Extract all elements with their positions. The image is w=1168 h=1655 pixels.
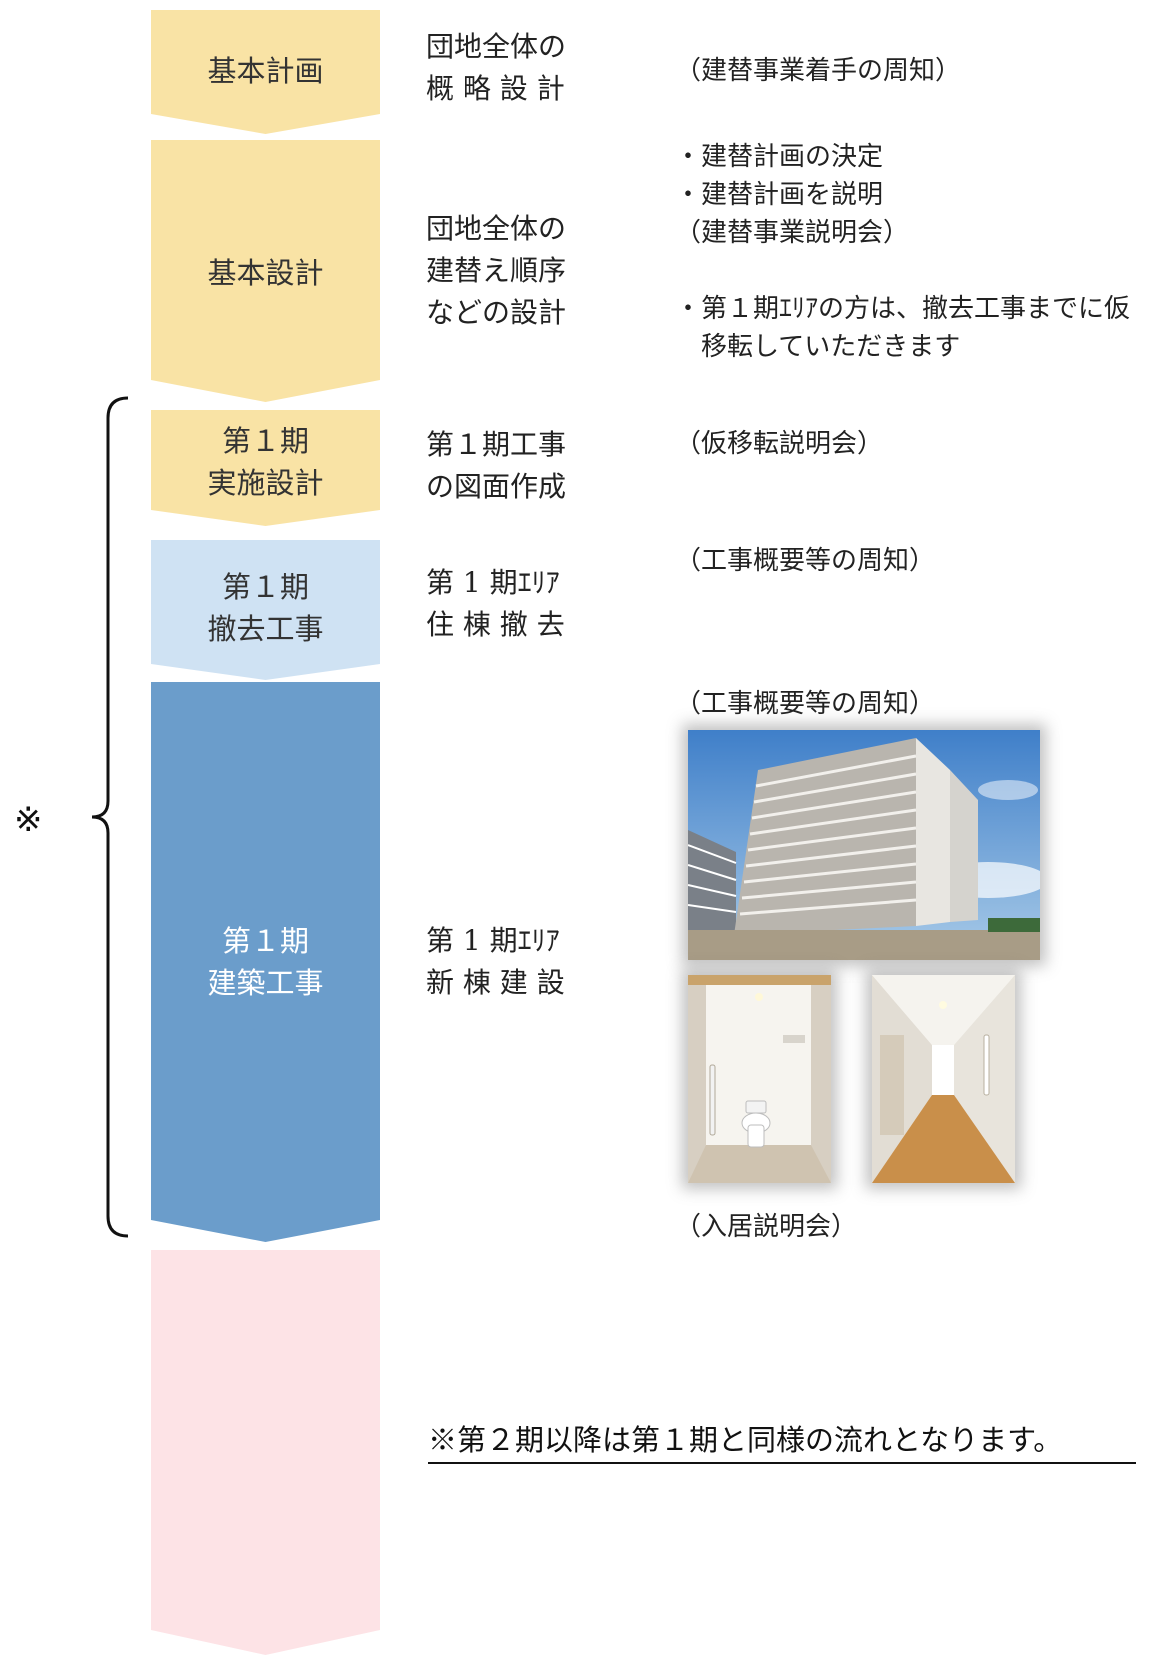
later-phases-note: ※第２期以降は第１期と同様の流れとなります。 — [428, 1423, 1063, 1457]
note-move-in-briefing: （入居説明会） — [675, 1212, 858, 1242]
stage-basic-plan: 基本計画 — [151, 10, 380, 134]
desc-phase1-demolition: 第 1 期ｴﾘｱ 住 棟 撤 去 — [426, 566, 565, 641]
toilet-room-photo — [688, 975, 831, 1183]
note-construction-notice: （工事概要等の周知） — [675, 689, 936, 719]
later-phases-note-underline — [428, 1462, 1136, 1464]
phase1-bracket — [91, 396, 129, 1238]
stage-later-phases-arrow — [151, 1250, 380, 1655]
bracket-asterisk-mark: ※ — [14, 800, 43, 840]
stage-phase1-detailed-design-arrow — [151, 410, 380, 526]
stage-phase1-construction-label: 第１期 建築工事 — [207, 924, 324, 1000]
desc-phase1-detailed-design: 第１期工事 の図面作成 — [426, 428, 567, 503]
stage-basic-design-label: 基本設計 — [207, 256, 324, 290]
note-relocation-2: 移転していただきます — [675, 332, 961, 362]
hallway-photo — [872, 975, 1015, 1183]
note-project-start: （建替事業着手の周知） — [675, 56, 962, 86]
stage-phase1-construction: 第１期 建築工事 — [151, 682, 380, 1242]
desc-basic-design: 団地全体の 建替え順序 などの設計 — [426, 212, 567, 329]
note-briefing: （建替事業説明会） — [675, 218, 910, 248]
note-plan-decision: ・建替計画の決定 — [675, 142, 884, 172]
stage-phase1-demolition-label: 第１期 撤去工事 — [207, 570, 324, 646]
desc-phase1-construction: 第 1 期ｴﾘｱ 新 棟 建 設 — [426, 924, 565, 999]
stage-basic-plan-arrow — [151, 10, 380, 134]
stage-basic-plan-label: 基本計画 — [207, 54, 324, 88]
stage-phase1-demolition: 第１期 撤去工事 — [151, 540, 380, 680]
note-plan-explain: ・建替計画を説明 — [675, 180, 884, 210]
stage-phase1-construction-arrow — [151, 682, 380, 1242]
desc-basic-plan: 団地全体の 概 略 設 計 — [426, 30, 567, 105]
note-demolition-notice: （工事概要等の周知） — [675, 546, 936, 576]
stage-later-phases — [151, 1250, 380, 1655]
stage-phase1-detailed-design: 第１期 実施設計 — [151, 410, 380, 526]
stage-phase1-demolition-arrow — [151, 540, 380, 680]
note-relocation-1: ・第１期ｴﾘｱの方は、撤去工事までに仮 — [675, 294, 1131, 324]
stage-phase1-detailed-design-label: 第１期 実施設計 — [207, 424, 324, 500]
apartment-building-photo — [688, 730, 1040, 960]
stage-basic-design: 基本設計 — [151, 140, 380, 402]
note-temp-relocation-briefing: （仮移転説明会） — [675, 429, 884, 459]
stage-basic-design-arrow — [151, 140, 380, 402]
